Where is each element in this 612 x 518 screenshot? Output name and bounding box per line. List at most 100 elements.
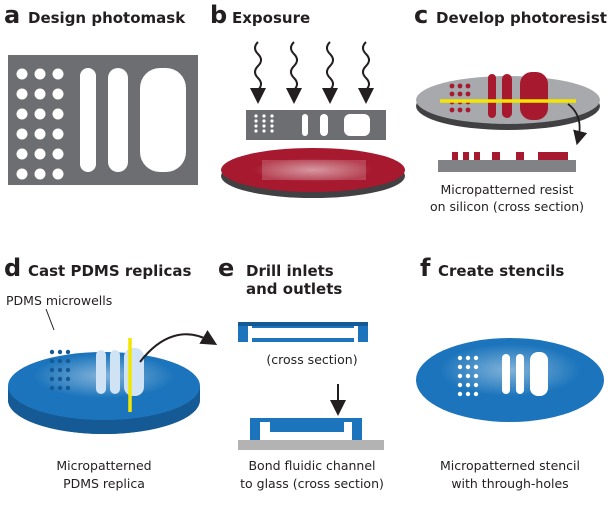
- panel-e-caption-line2: to glass (cross section): [240, 476, 384, 491]
- pattern-dot: [65, 376, 71, 382]
- pattern-dot: [449, 107, 455, 113]
- pattern-dot: [270, 129, 274, 133]
- panel-d-caption-line1: Micropatterned: [56, 458, 151, 473]
- pattern-dot: [262, 114, 266, 118]
- pattern-dot: [57, 349, 63, 355]
- panel-f: f Create stencils Micropatterned stencil…: [416, 254, 604, 491]
- cut-arrow-c: [567, 103, 588, 146]
- pattern-dot: [49, 358, 55, 364]
- pattern-dot: [34, 108, 46, 120]
- bonded-channel-cross-section: [238, 418, 384, 450]
- pattern-dot: [34, 128, 46, 140]
- arrow-d-to-e: [139, 330, 218, 363]
- panel-c-letter: c: [414, 1, 428, 29]
- pattern-dot: [254, 114, 258, 118]
- panel-c-title: Develop photoresist: [436, 9, 607, 27]
- panel-a-title: Design photomask: [28, 9, 186, 27]
- microwells-pointer: [45, 308, 55, 331]
- pattern-dot: [52, 128, 64, 140]
- pattern-dot: [65, 367, 71, 373]
- pattern-dot: [254, 124, 258, 128]
- drilled-channel-cross-section: [238, 322, 368, 342]
- pattern-dot: [49, 367, 55, 373]
- panel-e-caption-line1: Bond fluidic channel: [248, 458, 375, 473]
- pattern-dot: [465, 83, 471, 89]
- panel-e-letter: e: [218, 254, 234, 282]
- panel-a-letter: a: [4, 1, 20, 29]
- panel-c: c Develop photoresist Micropatterned res…: [414, 1, 607, 214]
- pdms-replica: [8, 338, 200, 434]
- pattern-dot: [270, 114, 274, 118]
- pattern-dot: [52, 168, 64, 180]
- exposure-wafer: [221, 148, 405, 198]
- panel-f-letter: f: [420, 254, 431, 282]
- pattern-dot: [465, 364, 471, 370]
- pattern-dot: [57, 385, 63, 391]
- pattern-dot: [473, 364, 479, 370]
- developed-wafer: [416, 72, 600, 146]
- pattern-dot: [49, 376, 55, 382]
- pattern-dot: [465, 391, 471, 397]
- pattern-dot: [254, 129, 258, 133]
- panel-e-label: (cross section): [266, 352, 357, 367]
- pattern-dot: [34, 88, 46, 100]
- pattern-dot: [57, 358, 63, 364]
- pattern-dot: [270, 124, 274, 128]
- pattern-dot: [49, 349, 55, 355]
- photomask-dot-array: [16, 68, 64, 180]
- pattern-dot: [270, 119, 274, 123]
- pattern-dot: [65, 349, 71, 355]
- pattern-dot: [49, 385, 55, 391]
- panel-f-title: Create stencils: [438, 262, 564, 280]
- panel-c-caption-line1: Micropatterned resist: [440, 182, 573, 197]
- pattern-dot: [465, 373, 471, 379]
- pattern-dot: [473, 373, 479, 379]
- panel-e: e Drill inlets and outlets (cross sectio…: [218, 254, 384, 491]
- pattern-dot: [465, 91, 471, 97]
- resist-cross-section: [438, 152, 576, 172]
- panel-c-caption-line2: on silicon (cross section): [430, 199, 584, 214]
- panel-d-caption-line2: PDMS replica: [63, 476, 145, 491]
- pattern-dot: [65, 358, 71, 364]
- pattern-dot: [52, 108, 64, 120]
- panel-d-title: Cast PDMS replicas: [28, 262, 191, 280]
- panel-a: a Design photomask: [4, 1, 198, 185]
- pattern-dot: [449, 83, 455, 89]
- pattern-dot: [473, 391, 479, 397]
- pattern-dot: [34, 168, 46, 180]
- pattern-dot: [457, 382, 463, 388]
- pattern-dot: [262, 124, 266, 128]
- pattern-dot: [65, 385, 71, 391]
- pattern-dot: [52, 88, 64, 100]
- pattern-dot: [473, 355, 479, 361]
- pattern-dot: [16, 108, 28, 120]
- pattern-dot: [52, 148, 64, 160]
- pattern-dot: [16, 68, 28, 80]
- pattern-dot: [254, 119, 258, 123]
- pattern-dot: [57, 367, 63, 373]
- pattern-dot: [16, 128, 28, 140]
- pattern-dot: [262, 129, 266, 133]
- pattern-dot: [457, 391, 463, 397]
- pattern-dot: [34, 68, 46, 80]
- uv-light-arrows: [250, 41, 374, 104]
- pattern-dot: [57, 376, 63, 382]
- panel-f-caption-line2: with through-holes: [451, 476, 568, 491]
- panel-b-title: Exposure: [232, 9, 310, 27]
- photomask: [8, 55, 198, 185]
- pattern-dot: [16, 88, 28, 100]
- panel-f-caption-line1: Micropatterned stencil: [440, 458, 580, 473]
- pattern-dot: [16, 168, 28, 180]
- panel-b-letter: b: [210, 1, 227, 29]
- pattern-dot: [52, 68, 64, 80]
- pattern-dot: [473, 382, 479, 388]
- pattern-dot: [262, 119, 266, 123]
- pattern-dot: [457, 373, 463, 379]
- pattern-dot: [457, 91, 463, 97]
- panel-d-label: PDMS microwells: [6, 293, 112, 308]
- pattern-dot: [457, 107, 463, 113]
- exposure-mask: [246, 110, 386, 140]
- panel-b: b Exposure: [210, 1, 405, 198]
- panel-d: d Cast PDMS replicas PDMS microwells Mic…: [4, 254, 218, 491]
